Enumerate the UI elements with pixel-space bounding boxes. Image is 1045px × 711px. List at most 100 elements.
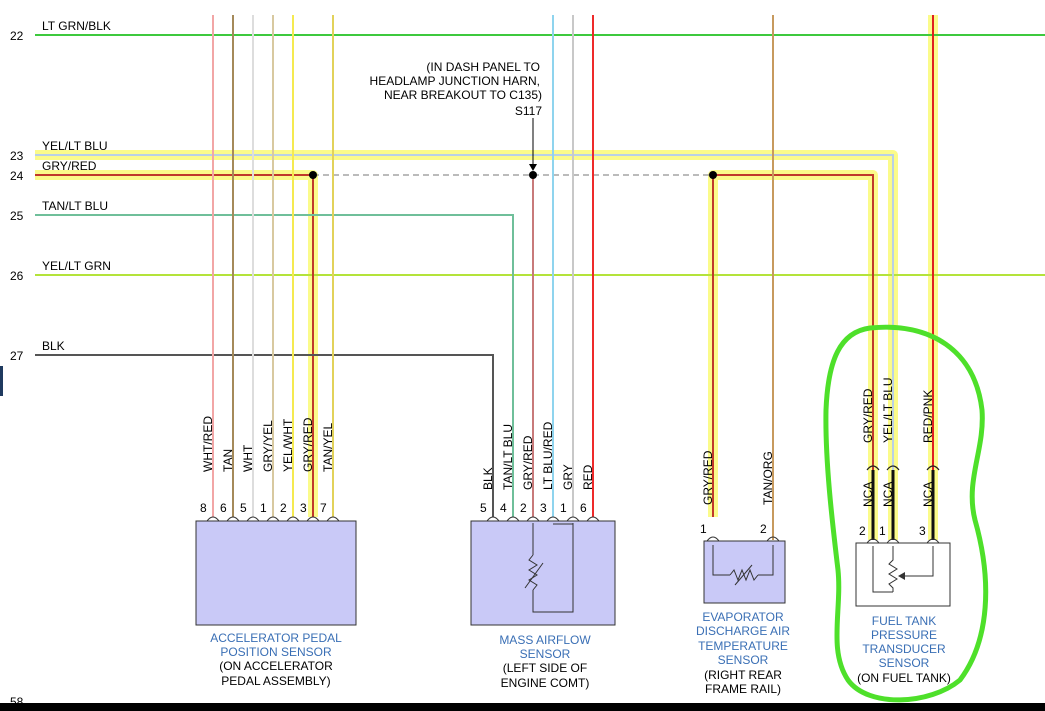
splice-note-line: NEAR BREAKOUT TO C135) [384, 88, 542, 102]
pin-number: 3 [300, 501, 307, 515]
evap-sensor-box [703, 540, 786, 604]
fuel-wiper-arrow [898, 572, 905, 580]
pin-number: 5 [480, 501, 487, 515]
terminal [286, 516, 300, 522]
maf-pin-arrows [532, 523, 574, 530]
terminal-cups [206, 516, 940, 544]
component-location: (ON ACCELERATOR [219, 659, 333, 673]
component-name: POSITION SENSOR [220, 645, 332, 659]
component-location: (LEFT SIDE OF [503, 661, 587, 675]
maf-sensor-box [470, 520, 616, 626]
wire-label: TAN [221, 449, 235, 472]
accelerator-sensor-box [195, 520, 357, 626]
splice-note: (IN DASH PANEL TO HEADLAMP JUNCTION HARN… [370, 60, 543, 118]
maf-circuit-line [532, 524, 574, 613]
wire-label: WHT [241, 444, 255, 472]
row-number: 27 [10, 349, 24, 363]
splice-arrow-head [529, 164, 537, 171]
row-label: YEL/LT BLU [42, 139, 108, 153]
row-labels: LT GRN/BLK YEL/LT BLU GRY/RED TAN/LT BLU… [42, 19, 111, 353]
component-name: TRANSDUCER [862, 642, 946, 656]
wire-label: GRY/RED [521, 435, 535, 490]
row-number: 26 [10, 269, 24, 283]
pin-number: 6 [220, 501, 227, 515]
component-name: TEMPERATURE [698, 639, 788, 653]
wire-yel-lt-blu [35, 154, 894, 540]
fuel-wire-labels: GRY/RED YEL/LT BLU RED/PNK NCA NCA NCA [861, 377, 935, 507]
wire-tan-lt-blu [35, 214, 514, 517]
wire-label: LT BLU/RED [541, 421, 555, 490]
maf-variable-arrow [524, 562, 544, 589]
side-tab[interactable] [0, 366, 3, 396]
maf-pins: 5 4 2 3 1 6 [480, 501, 587, 515]
nca-label: NCA [921, 482, 935, 507]
nca-label: NCA [881, 482, 895, 507]
pin-number: 5 [240, 501, 247, 515]
fuel-wiper-line [900, 546, 934, 577]
component-name: SENSOR [718, 653, 769, 667]
inline-connector [886, 465, 900, 471]
maf-resistor [528, 554, 538, 591]
pin-number: 3 [540, 501, 547, 515]
terminal [546, 516, 560, 522]
wire-label: GRY/RED [301, 417, 315, 472]
wire-label: TAN/LT BLU [501, 424, 515, 490]
maf-title: MASS AIRFLOW SENSOR (LEFT SIDE OF ENGINE… [499, 633, 591, 690]
pin-number: 8 [200, 501, 207, 515]
pin-number: 1 [700, 522, 707, 536]
accelerator-title: ACCELERATOR PEDAL POSITION SENSOR (ON AC… [210, 631, 342, 688]
splice-dot-accel [309, 171, 317, 179]
wire-label: BLK [481, 467, 495, 490]
terminal [926, 538, 940, 544]
pin-number: 1 [260, 501, 267, 515]
component-location: (RIGHT REAR [704, 668, 782, 682]
wire-blk [35, 354, 494, 517]
maf-wires [532, 15, 594, 517]
terminal [486, 516, 500, 522]
bottom-bar [0, 703, 1045, 711]
pin-number: 6 [580, 501, 587, 515]
terminal [586, 516, 600, 522]
pin-number: 1 [560, 501, 567, 515]
row-label: LT GRN/BLK [42, 19, 111, 33]
terminal [306, 516, 320, 522]
wire-label: YEL/LT BLU [881, 377, 895, 443]
evap-circuit-line [712, 545, 730, 576]
right-wires [772, 15, 934, 540]
pin-number: 2 [280, 501, 287, 515]
terminal [706, 536, 720, 542]
green-annotation-circle [823, 324, 989, 703]
terminal [246, 516, 260, 522]
evap-variable-arrow [734, 564, 753, 586]
accel-pins: 8 6 5 1 2 3 7 [200, 501, 327, 515]
wire-label: TAN/YEL [321, 423, 335, 472]
fuel-pins: 2 1 3 [859, 524, 926, 538]
row-number: 23 [10, 149, 24, 163]
component-name: ACCELERATOR PEDAL [210, 631, 342, 645]
evap-internal-circuit [712, 545, 774, 586]
nca-label: NCA [861, 482, 875, 507]
fuel-circuit-line [872, 546, 893, 593]
inline-connector [866, 465, 880, 471]
terminal [326, 516, 340, 522]
row-number: 22 [10, 29, 24, 43]
evap-wire-labels: GRY/RED TAN/ORG [701, 450, 775, 505]
wire-label: TAN/ORG [761, 451, 775, 505]
pin-number: 1 [879, 524, 886, 538]
accel-wire-labels: WHT/RED TAN WHT GRY/YEL YEL/WHT GRY/RED … [201, 416, 335, 472]
accel-wires [212, 15, 334, 517]
fuel-inline-connectors [866, 465, 940, 471]
component-name: PRESSURE [871, 628, 937, 642]
wire-label: GRY [561, 464, 575, 490]
inline-connector [926, 465, 940, 471]
component-location: FRAME RAIL) [705, 682, 781, 696]
splice-note-line: (IN DASH PANEL TO [426, 60, 540, 74]
wire-label: YEL/WHT [281, 418, 295, 472]
row-number: 25 [10, 209, 24, 223]
fuel-internal-circuit [872, 546, 934, 593]
evap-circuit-line [758, 545, 774, 576]
wire-gry-red-evap [712, 174, 874, 540]
evap-title: EVAPORATOR DISCHARGE AIR TEMPERATURE SEN… [696, 610, 790, 696]
pin-number: 2 [760, 522, 767, 536]
component-name: SENSOR [520, 647, 571, 661]
